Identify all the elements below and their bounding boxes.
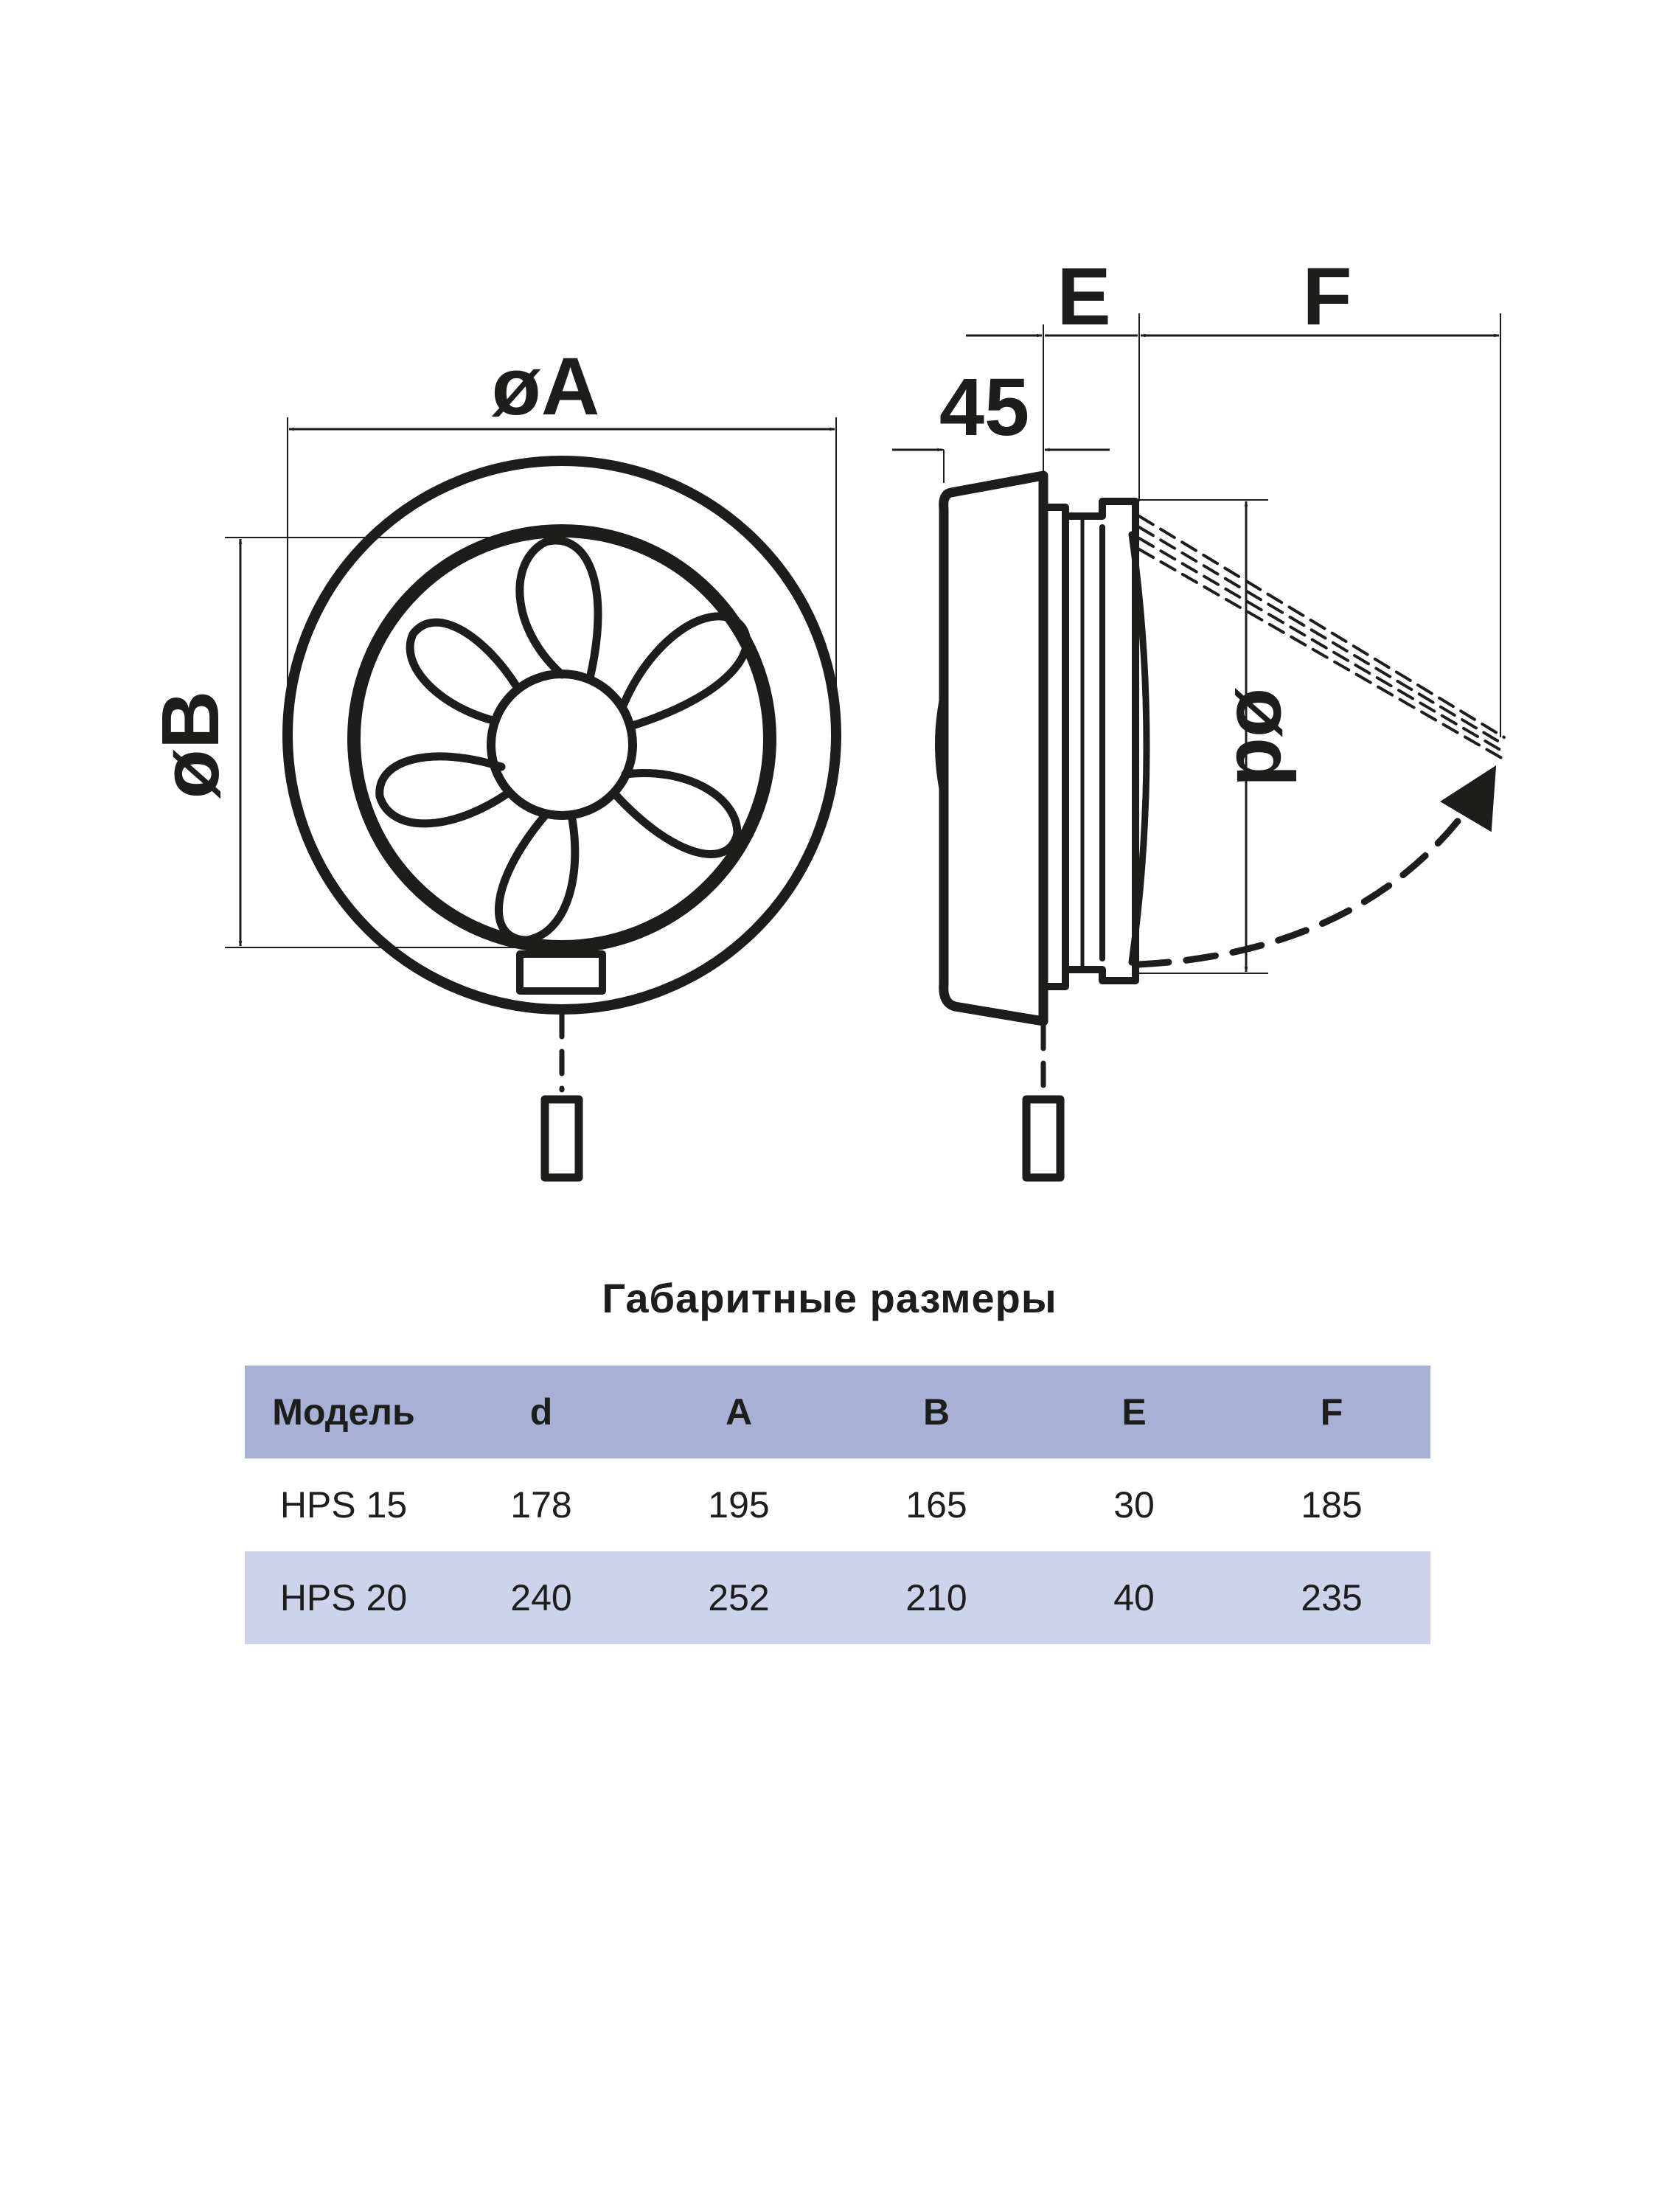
cell-a: 252 xyxy=(708,1577,770,1618)
housing-profile xyxy=(939,470,1048,1026)
inner-ring xyxy=(347,524,776,953)
label-duct-diameter: ød xyxy=(1220,688,1310,787)
swing-arc-arrow xyxy=(1135,765,1497,968)
label-offset: E xyxy=(1057,251,1110,342)
shutter-frame xyxy=(1062,498,1139,984)
mount-flange xyxy=(1040,504,1069,990)
front-dimensions xyxy=(225,417,837,948)
label-shutter-reach: F xyxy=(1302,251,1352,342)
cell-e: 30 xyxy=(1113,1484,1155,1526)
cell-b: 210 xyxy=(905,1577,967,1618)
shutter-flap xyxy=(1128,531,1150,966)
table-row: HPS 15 178 195 165 30 185 xyxy=(245,1458,1430,1551)
label-depth: 45 xyxy=(939,362,1029,453)
dimension-drawing: øA øB 45 E F xyxy=(145,251,1506,1182)
header-a: A xyxy=(725,1391,753,1433)
shutter-swing-lines xyxy=(1138,515,1506,761)
cell-f: 235 xyxy=(1301,1577,1363,1618)
front-view xyxy=(282,456,841,1182)
cell-e: 40 xyxy=(1113,1577,1155,1618)
cell-a: 195 xyxy=(708,1484,770,1526)
fan-blades xyxy=(375,536,751,945)
cell-model: HPS 15 xyxy=(279,1484,408,1526)
label-outer-diameter: øA xyxy=(492,341,600,432)
header-model: Модель xyxy=(272,1391,415,1433)
header-b: B xyxy=(922,1391,950,1433)
header-e: E xyxy=(1121,1391,1147,1433)
table-row: HPS 20 240 252 210 40 235 xyxy=(245,1551,1430,1644)
label-inner-diameter: øB xyxy=(145,691,236,799)
header-d: d xyxy=(529,1391,553,1433)
cell-b: 165 xyxy=(905,1484,967,1526)
housing-bump xyxy=(935,683,948,807)
table-header-row: Модель d A B E F xyxy=(245,1366,1430,1458)
cell-d: 178 xyxy=(510,1484,572,1526)
table-title: Габаритные размеры xyxy=(602,1275,1057,1321)
side-dimensions xyxy=(892,313,1501,974)
header-f: F xyxy=(1320,1391,1343,1433)
pull-handle xyxy=(540,1095,583,1182)
side-pull-handle xyxy=(1022,1095,1065,1182)
switch-slot xyxy=(516,950,606,995)
cell-model: HPS 20 xyxy=(279,1577,408,1618)
side-view xyxy=(935,470,1506,1182)
dimensions-table: Модель d A B E F HPS 15 178 195 165 30 1… xyxy=(245,1366,1430,1644)
cell-d: 240 xyxy=(510,1577,572,1618)
cell-f: 185 xyxy=(1301,1484,1363,1526)
